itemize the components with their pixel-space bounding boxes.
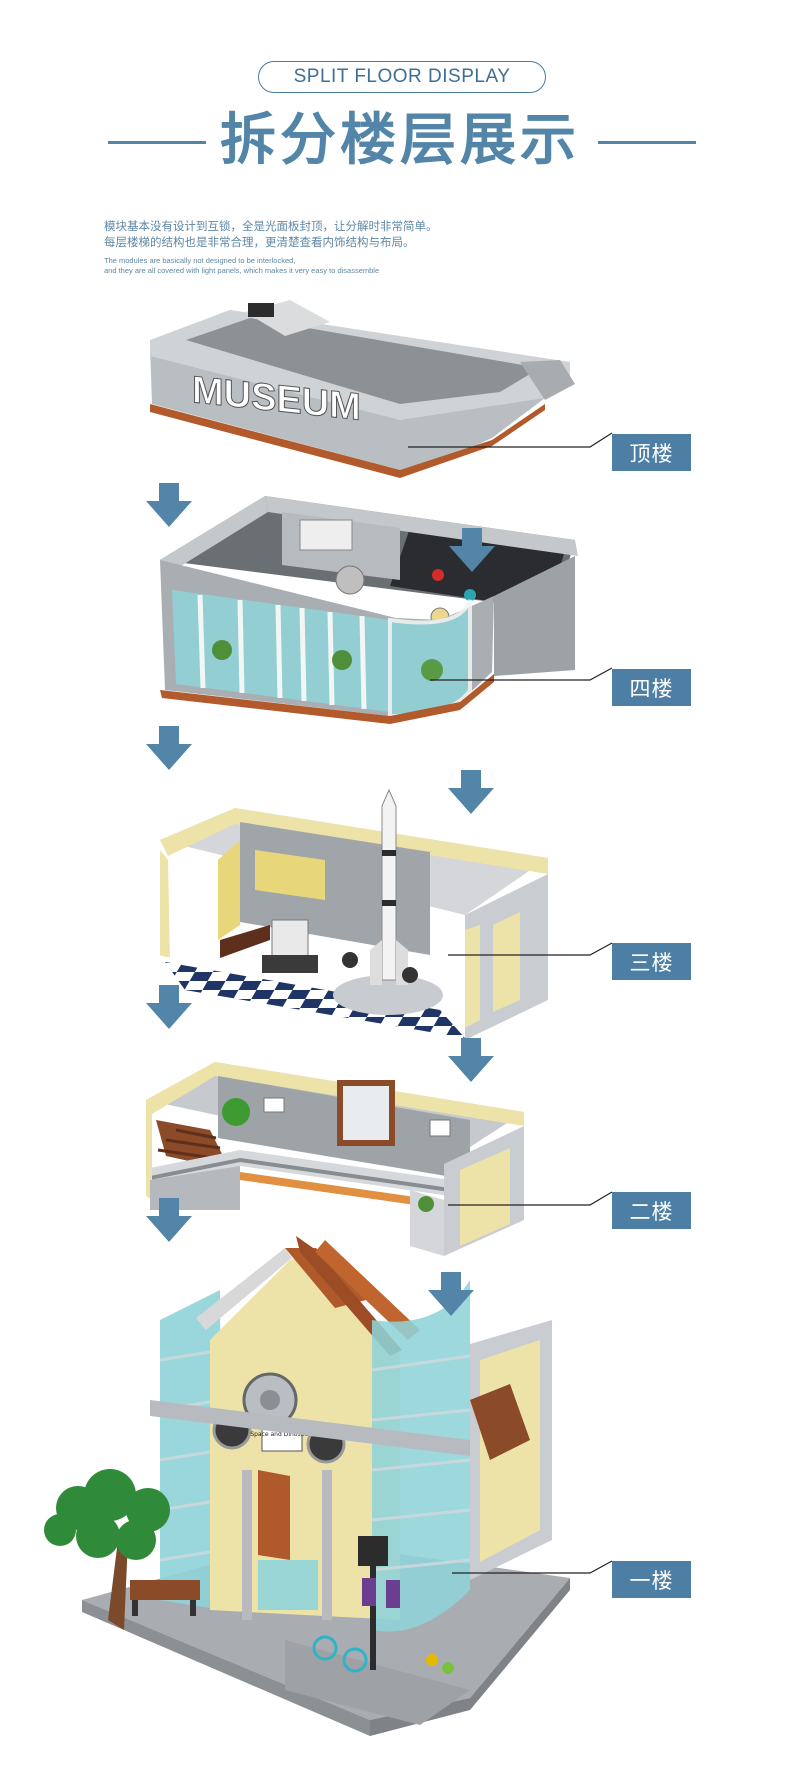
third-floor-model: [160, 788, 548, 1040]
leader-line-4f: [430, 667, 613, 681]
title-rule-left: [108, 141, 206, 144]
top-floor-model: MUSEUM: [150, 300, 575, 478]
leader-line-2f: [448, 1191, 613, 1206]
label-top-floor: 顶楼: [612, 434, 691, 471]
label-fourth-floor-text: 四楼: [629, 676, 674, 701]
down-arrow-icon: [146, 985, 192, 1029]
intro-cn-line-2: 每层楼梯的结构也是非常合理，更清楚查看内饰结构与布局。: [104, 235, 415, 249]
leader-line-1f: [452, 1560, 613, 1574]
label-third-floor: 三楼: [612, 943, 691, 980]
intro-en-line-2: and they are all covered with light pane…: [104, 266, 380, 275]
title-row: 拆分楼层展示: [0, 104, 800, 178]
down-arrow-icon: [146, 726, 192, 770]
label-second-floor-text: 二楼: [629, 1199, 674, 1224]
leader-line-3f: [448, 942, 613, 956]
label-third-floor-text: 三楼: [629, 950, 674, 975]
label-fourth-floor: 四楼: [612, 669, 691, 706]
down-arrow-icon: [146, 483, 192, 527]
leader-line-top: [408, 432, 613, 448]
down-arrow-icon: [448, 770, 494, 814]
intro-cn-line-1: 模块基本没有设计到互锁，全是光面板封顶，让分解时非常简单。: [104, 219, 438, 233]
second-floor-model: [146, 1062, 524, 1256]
badge-text: SPLIT FLOOR DISPLAY: [293, 66, 511, 87]
down-arrow-icon: [448, 1038, 494, 1082]
label-top-floor-text: 顶楼: [629, 441, 674, 466]
fourth-floor-model: [160, 496, 578, 724]
space-dinosaurs-sign: Space and Dinosaurs: [250, 1431, 313, 1438]
label-first-floor: 一楼: [612, 1561, 691, 1598]
title-rule-right: [598, 141, 696, 144]
label-second-floor: 二楼: [612, 1192, 691, 1229]
label-first-floor-text: 一楼: [629, 1568, 674, 1593]
first-floor-model: Space and Dinosaurs: [44, 1236, 570, 1736]
intro-text: 模块基本没有设计到互锁，全是光面板封顶，让分解时非常简单。 每层楼梯的结构也是非…: [104, 218, 704, 276]
leader-lines: [408, 432, 613, 1574]
page-title: 拆分楼层展示: [220, 108, 580, 173]
split-floor-badge: SPLIT FLOOR DISPLAY: [258, 61, 546, 93]
intro-en-line-1: The modules are basically not designed t…: [104, 256, 296, 265]
